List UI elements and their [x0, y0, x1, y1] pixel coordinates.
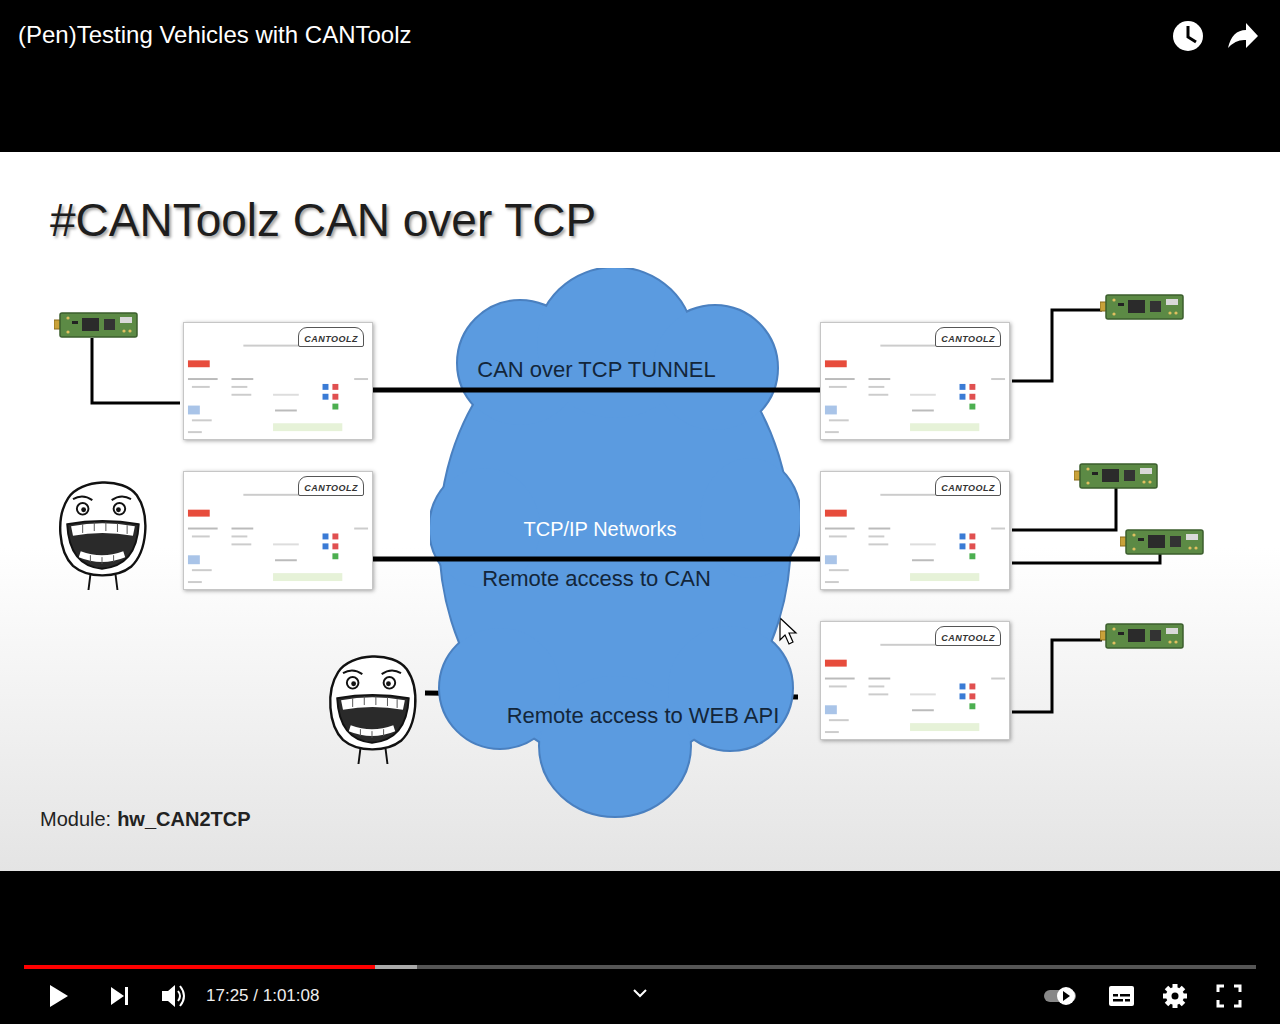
- fullscreen-icon: [1218, 986, 1240, 1006]
- logo-text: CANTOOLZ: [941, 633, 995, 643]
- logo-text: CANTOOLZ: [941, 334, 995, 344]
- slide-background: [0, 152, 1280, 871]
- tcp-link: [373, 388, 820, 393]
- settings-icon: [1163, 984, 1187, 1008]
- link-label: Remote access to WEB API: [507, 703, 780, 729]
- mouse-cursor: [780, 618, 796, 644]
- progress-bar: [24, 965, 1256, 969]
- link-label: Remote access to CAN: [482, 566, 711, 592]
- logo-badge: CANTOOLZ: [935, 476, 1001, 496]
- time-code: 17:25 / 1:01:08: [206, 986, 319, 1006]
- autoplay-toggle: [1044, 987, 1076, 1005]
- logo-text: CANTOOLZ: [304, 483, 358, 493]
- volume-icon: [162, 985, 184, 1007]
- logo-badge: CANTOOLZ: [935, 327, 1001, 347]
- cantoolz-window: CANTOOLZ: [820, 471, 1010, 590]
- cantoolz-window: CANTOOLZ: [183, 322, 373, 440]
- cantoolz-window: CANTOOLZ: [820, 621, 1010, 740]
- cloud-shape: [430, 268, 800, 818]
- next-icon: [111, 987, 128, 1005]
- cloud-fill: [540, 676, 690, 816]
- chevron-icon: [634, 990, 646, 996]
- logo-badge: CANTOOLZ: [298, 327, 364, 347]
- video-title: (Pen)Testing Vehicles with CANToolz: [18, 21, 412, 49]
- cantoolz-window: CANTOOLZ: [820, 322, 1010, 440]
- bottom-bar: [0, 871, 1280, 1024]
- share-icon: [1228, 23, 1258, 48]
- slide-title: #CANToolz CAN over TCP: [50, 193, 596, 247]
- network-label: TCP/IP Networks: [524, 518, 677, 541]
- module-key: Module:: [40, 808, 111, 831]
- logo-badge: CANTOOLZ: [298, 476, 364, 496]
- logo-text: CANTOOLZ: [304, 334, 358, 344]
- module-name: hw_CAN2TCP: [117, 808, 250, 831]
- play-icon: [50, 985, 68, 1007]
- cloud-outline: [540, 676, 690, 816]
- clock-icon: [1173, 21, 1203, 51]
- tcp-link: [373, 557, 820, 562]
- network-cloud: TCP/IP Networks: [430, 268, 800, 818]
- link-label: CAN over TCP TUNNEL: [477, 357, 715, 383]
- top-bar: [0, 0, 1280, 152]
- logo-text: CANTOOLZ: [941, 483, 995, 493]
- subtitles-icon: [1109, 986, 1134, 1006]
- cantoolz-window: CANTOOLZ: [183, 471, 373, 590]
- logo-badge: CANTOOLZ: [935, 626, 1001, 646]
